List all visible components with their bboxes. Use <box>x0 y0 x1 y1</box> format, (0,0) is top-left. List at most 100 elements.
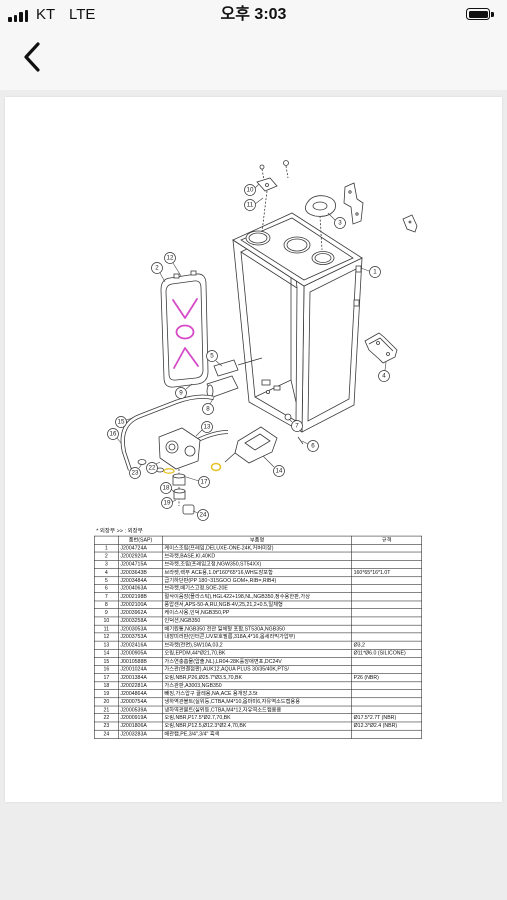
cell-code: J2001806A <box>118 721 163 731</box>
o-ring-highlight <box>210 462 222 472</box>
cell-no: 9 <box>94 608 119 618</box>
cell-name: 풍압센서,APS-50-A,RU,NGB-4V,25,21,2+0.5,일체형 <box>162 600 352 610</box>
cell-no: 5 <box>94 576 119 585</box>
table-header-row: 품번(SAP) 부품명 규격 <box>94 535 422 545</box>
chevron-left-icon <box>24 42 40 72</box>
svg-text:14: 14 <box>276 468 283 475</box>
cell-code: J2004715A <box>118 560 163 569</box>
cell-name: 냉하역관볼트(실위등,CTBA,M4*10,옵마미6,자유역소드캡용용 <box>162 697 352 707</box>
cell-name: 빼징,가스압구 끌레용,NA,ACE 용개장,3.5t <box>162 689 352 699</box>
callout-13: 13 <box>201 421 213 433</box>
cell-name: 가스연충흡물(압출,NL),LR04-28K훌장애면포,DC24V <box>162 657 352 666</box>
cell-code: J2002100A <box>118 600 163 610</box>
cell-spec <box>351 608 422 618</box>
cell-code: J2004864A <box>118 689 163 699</box>
svg-text:4: 4 <box>382 373 386 380</box>
cell-no: 13 <box>94 640 119 650</box>
cell-no: 10 <box>94 616 119 626</box>
cell-spec <box>351 584 422 593</box>
battery-icon <box>466 8 490 20</box>
callout-5: 5 <box>206 350 218 362</box>
cell-spec <box>351 665 422 674</box>
cell-spec <box>351 616 422 626</box>
svg-text:22: 22 <box>149 465 156 472</box>
svg-text:17: 17 <box>201 479 208 486</box>
cell-code: J2003053A <box>118 624 163 634</box>
top-bar: KT LTE 오후 3:03 <box>0 0 507 90</box>
svg-text:15: 15 <box>118 419 125 426</box>
cell-no: 12 <box>94 632 119 642</box>
cell-spec <box>351 600 422 610</box>
callout-2: 2 <box>151 262 163 274</box>
cover-logo-marking <box>172 298 199 369</box>
cell-no: 8 <box>94 600 119 610</box>
cell-spec <box>351 705 422 715</box>
callout-23: 23 <box>129 467 141 479</box>
cell-code: J2000919A <box>118 713 163 723</box>
pressure-sensor-parts <box>206 357 263 398</box>
signal-icon <box>8 8 32 22</box>
callout-19: 19 <box>161 497 173 509</box>
cell-name: 오링,NBR,P17.5*Ø2.7,70,BK <box>162 713 352 723</box>
callout-9: 9 <box>175 387 187 399</box>
cell-name: 가스관(연결점판),AUK12,AQUA PLUS 30/35/40K,PTS/ <box>162 665 352 674</box>
cell-code: J2000905A <box>118 649 163 658</box>
gas-valve-assembly <box>120 394 229 515</box>
cell-code: J2003258A <box>118 616 163 626</box>
cell-name: 오링,EPDM,44*Ø21,70,BK <box>162 649 352 658</box>
cell-code: J2003484A <box>118 576 163 585</box>
cell-code: J2001024A <box>118 665 163 674</box>
svg-text:8: 8 <box>206 406 210 413</box>
svg-text:23: 23 <box>132 470 139 477</box>
cell-code: J2002198B <box>118 592 163 602</box>
cell-name: 오링,NBR,P26,Ø25.7*Ø3.5,70,BK <box>162 673 352 682</box>
carrier-label: KT <box>36 6 56 23</box>
battery-tip <box>491 12 494 17</box>
header-code: 품번(SAP) <box>118 535 163 545</box>
cell-no: 7 <box>94 592 119 602</box>
cell-code: J2003962A <box>118 608 163 618</box>
cell-name: 절삭이음장(플라스틱),HGL422+198,NL,NGB350,정수용한판,가… <box>162 592 352 602</box>
back-button[interactable] <box>14 36 54 76</box>
cell-name: 배관캡,PE,3/4",3/4" 흑색 <box>162 729 352 739</box>
cell-no: 6 <box>94 584 119 593</box>
cell-name: 냉하역관볼트(실위등,CTBA,M4*12,자유역소드캡용용 <box>162 705 352 715</box>
document-page[interactable]: 10 11 3 1 12 2 4 5 9 8 13 7 6 14 15 16 2… <box>5 97 502 802</box>
cell-spec <box>351 543 422 553</box>
cell-spec <box>351 551 422 561</box>
cell-spec <box>351 560 422 569</box>
cell-no: 17 <box>94 673 119 682</box>
cell-spec <box>351 592 422 602</box>
cell-no: 20 <box>94 697 119 707</box>
callout-24: 24 <box>197 509 209 521</box>
cell-spec <box>351 697 422 707</box>
cell-name: 가스관판,A3003,NGB350 <box>162 681 352 690</box>
header-name: 부품명 <box>162 535 352 545</box>
callout-22: 22 <box>146 462 158 474</box>
cell-spec: Ø12.3*Ø2.4 (NBR) <box>351 721 422 731</box>
svg-text:19: 19 <box>164 500 171 507</box>
cell-code: J2002416A <box>118 640 163 650</box>
header-spec: 규격 <box>351 535 422 545</box>
cell-code: J2003283A <box>118 729 163 739</box>
cell-no: 2 <box>94 551 119 561</box>
cell-code: J2000754A <box>118 697 163 707</box>
svg-text:1: 1 <box>373 269 377 276</box>
top-brackets <box>256 160 418 251</box>
cell-spec: Ø17.5*2.7T (NBR) <box>351 713 422 723</box>
cell-name: 브라켓(전면),SW10A,03,2 <box>162 640 352 650</box>
cell-name: 브라켓,렉부 ACE용,1.0t*160*65*16,WH도장포함 <box>162 568 352 577</box>
cell-no: 21 <box>94 705 119 715</box>
callout-15: 15 <box>115 416 127 428</box>
